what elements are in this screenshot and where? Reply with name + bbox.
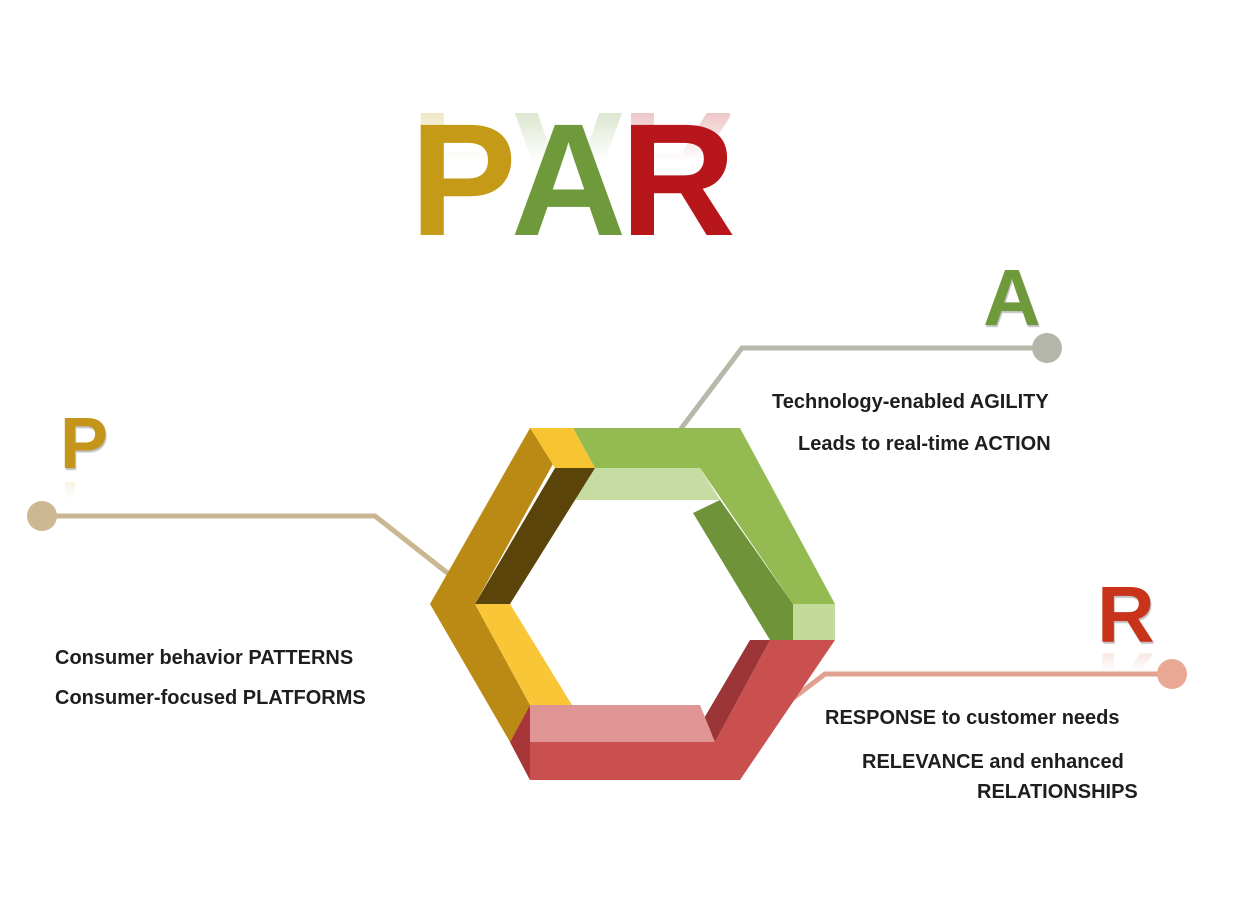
- title-reflection-a: A: [510, 79, 621, 258]
- p-connector-line: [42, 513, 452, 577]
- p-caption-line-2: Consumer-focused PLATFORMS: [55, 687, 366, 709]
- hex-green-inner-side: [693, 468, 793, 640]
- r-caption-line-1: RESPONSE to customer needs: [825, 707, 1120, 729]
- p-caption-line-1: Consumer behavior PATTERNS: [55, 647, 354, 669]
- par-title-reflection: P A R: [410, 79, 730, 258]
- par-title-letters: P A R: [410, 90, 736, 269]
- a-caption-line-2: Leads to real-time ACTION: [798, 433, 1051, 455]
- r-letter: R: [1097, 570, 1155, 659]
- hex-red-inner-side: [690, 640, 770, 742]
- par-title: P A R P A R: [410, 79, 790, 320]
- title-reflection-r: R: [620, 79, 730, 258]
- a-connector-line: [678, 345, 1047, 432]
- r-caption-line-3: RELATIONSHIPS: [977, 781, 1138, 803]
- a-caption-line-1: Technology-enabled AGILITY: [772, 391, 1049, 413]
- hex-gold-outer: [430, 428, 573, 742]
- r-caption-line-2: RELEVANCE and enhanced: [862, 751, 1124, 773]
- p-connector-dot: [27, 501, 57, 531]
- p-letter-reflection: P: [60, 466, 109, 546]
- hex-red-end: [510, 705, 530, 780]
- title-reflection-p: P: [410, 79, 511, 258]
- hex-green-inner-top: [573, 468, 720, 500]
- hex-red-outer: [510, 640, 835, 780]
- r-connector-dot: [1157, 659, 1187, 689]
- hex-gold-inner-dark: [475, 468, 595, 604]
- hex-green-top-face: [573, 428, 835, 604]
- title-letter-r: R: [620, 90, 736, 269]
- hexagon-ring: [430, 428, 835, 780]
- hex-red-inner-top: [510, 705, 715, 742]
- hex-gold-top-edge: [530, 428, 595, 468]
- a-letter: A: [983, 253, 1041, 342]
- hex-green-end: [793, 604, 835, 640]
- a-connector-dot: [1032, 333, 1062, 363]
- title-letter-a: A: [510, 90, 627, 269]
- hex-gold-inner-light: [475, 604, 572, 705]
- title-letter-p: P: [410, 90, 517, 269]
- p-letter: P: [60, 404, 109, 484]
